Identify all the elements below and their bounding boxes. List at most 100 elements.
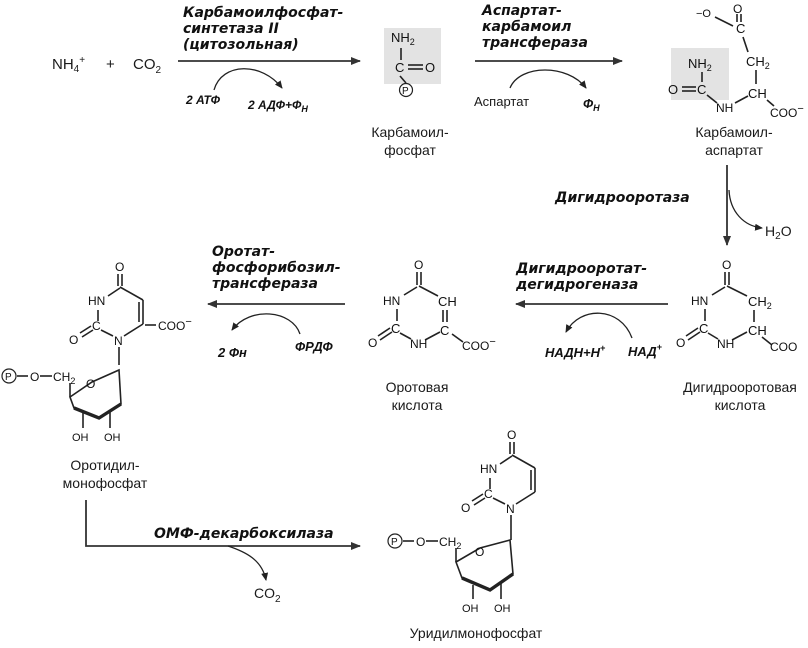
svg-text:O: O [414,258,423,272]
svg-text:O: O [30,370,39,384]
svg-text:P: P [5,372,12,383]
structure-ump: O N HN C O P O CH2 O OH OH [387,428,536,615]
svg-text:NH2: NH2 [391,30,415,47]
structure-carbamoyl-aspartate: −O C O CH2 CH COO− NH C NH2 O [668,2,804,120]
svg-text:C: C [484,487,493,501]
svg-text:O: O [722,258,731,272]
curved-arrow-co2 [227,545,269,581]
svg-text:CH2: CH2 [746,54,770,71]
cofactor-nad: НАД+ [628,342,663,359]
label-dihydroorotate: Дигидрооротовая кислота [683,379,797,413]
svg-text:аспартат: аспартат [705,142,763,158]
svg-text:монофосфат: монофосфат [63,475,148,491]
svg-text:O: O [461,501,470,515]
reaction-arrow-omp-dc [85,500,361,550]
svg-text:COO−: COO− [462,336,496,353]
svg-text:Оротат-: Оротат- [212,244,275,260]
label-carbamoyl-aspartate: Карбамоил- аспартат [695,124,773,158]
svg-text:Оротовая: Оротовая [386,379,449,395]
svg-text:HN: HN [88,294,105,308]
svg-text:Оротидил-: Оротидил- [70,457,140,473]
svg-text:C: C [395,60,404,75]
label-ump: Уридилмонофосфат [410,625,543,641]
svg-text:O: O [668,82,678,97]
enzyme-dhodh-label: Дигидрооротат- дегидрогеназа [515,261,647,293]
svg-text:трансфераза: трансфераза [212,276,318,292]
svg-text:+: + [106,56,115,73]
svg-text:N: N [506,502,515,516]
svg-text:O: O [475,545,484,559]
svg-text:O: O [86,377,95,391]
svg-text:C: C [391,321,400,336]
enzyme-cps2-label: Карбамоилфосфат- синтетаза II (цитозольн… [183,5,344,53]
svg-text:OH: OH [104,432,121,444]
svg-text:P: P [391,537,398,548]
curved-arrow-nad [565,312,633,339]
svg-text:O: O [676,336,685,350]
svg-text:COO−: COO− [770,103,804,120]
curved-arrow-prpp [231,313,301,335]
svg-text:Карбамоилфосфат-: Карбамоилфосфат- [183,5,344,21]
svg-text:Карбамоил-: Карбамоил- [371,124,449,140]
cofactor-aspartate: Аспартат [474,94,529,109]
svg-text:C: C [736,21,745,36]
svg-text:OH: OH [72,432,89,444]
cofactor-adp-pi: 2 АДФ+ФН [247,98,308,114]
svg-text:O: O [733,2,742,16]
svg-text:−O: −O [696,8,711,20]
svg-text:O: O [416,535,425,549]
svg-text:HN: HN [480,462,497,476]
svg-text:NH4+: NH4+ [52,55,85,75]
svg-text:COO: COO [770,340,797,354]
svg-text:CH: CH [438,294,457,309]
svg-text:синтетаза II: синтетаза II [183,21,279,37]
svg-text:O: O [115,260,124,274]
enzyme-oprt-label: Оротат- фосфорибозил- трансфераза [212,244,341,292]
svg-text:кислота: кислота [392,397,443,413]
label-carbamoyl-phosphate: Карбамоил- фосфат [371,124,449,158]
svg-text:Карбамоил-: Карбамоил- [695,124,773,140]
svg-text:трансфераза: трансфераза [482,35,588,51]
product-co2: CO2 [254,585,281,605]
svg-text:O: O [507,428,516,442]
label-omp: Оротидил- монофосфат [63,457,148,491]
structure-carbamoyl-phosphate: NH2 C O P [384,28,441,98]
enzyme-atc-label: Аспартат- карбамоил трансфераза [481,3,588,51]
curved-arrow-water [728,189,763,231]
svg-text:фосфат: фосфат [384,142,436,158]
svg-text:N: N [114,334,123,348]
cofactor-pi: ФН [583,96,600,113]
svg-text:P: P [402,86,409,97]
svg-text:кислота: кислота [715,397,766,413]
label-orotate: Оротовая кислота [386,379,449,413]
svg-text:C: C [92,319,101,333]
cofactor-atp: 2 АТФ [185,93,221,107]
curved-arrow-atp [213,68,283,91]
svg-text:Дигидрооротат-: Дигидрооротат- [515,261,647,277]
curved-arrow-aspartate [509,69,587,89]
svg-text:C: C [440,323,449,338]
svg-text:O: O [69,333,78,347]
svg-text:NH2: NH2 [688,56,712,73]
structure-orotate: O CH C NH C HN O COO− [368,258,496,353]
svg-text:Аспартат-: Аспартат- [481,3,562,19]
substrates-nh4-co2: NH4+ + CO2 [52,55,162,76]
structure-omp: O N HN C O COO− P O CH2 O OH OH [1,260,192,444]
cofactor-water: H2O [765,223,792,242]
svg-text:C: C [697,82,706,97]
svg-text:(цитозольная): (цитозольная) [183,37,299,53]
cofactor-nadh: НАДН+Н+ [545,343,606,360]
svg-text:CH: CH [748,86,767,101]
svg-text:C: C [699,321,708,336]
svg-text:CH2: CH2 [748,294,772,311]
svg-text:CH: CH [748,323,767,338]
structure-dihydroorotate: O CH2 CH NH C HN O COO [676,258,797,354]
enzyme-omp-dc-label: ОМФ-декарбоксилаза [154,526,334,542]
svg-text:HN: HN [383,294,400,308]
svg-text:Дигидрооротовая: Дигидрооротовая [683,379,797,395]
svg-text:OH: OH [462,603,479,615]
enzyme-dho-label: Дигидрооротаза [554,190,690,206]
svg-text:O: O [425,60,435,75]
svg-text:карбамоил: карбамоил [482,19,571,35]
